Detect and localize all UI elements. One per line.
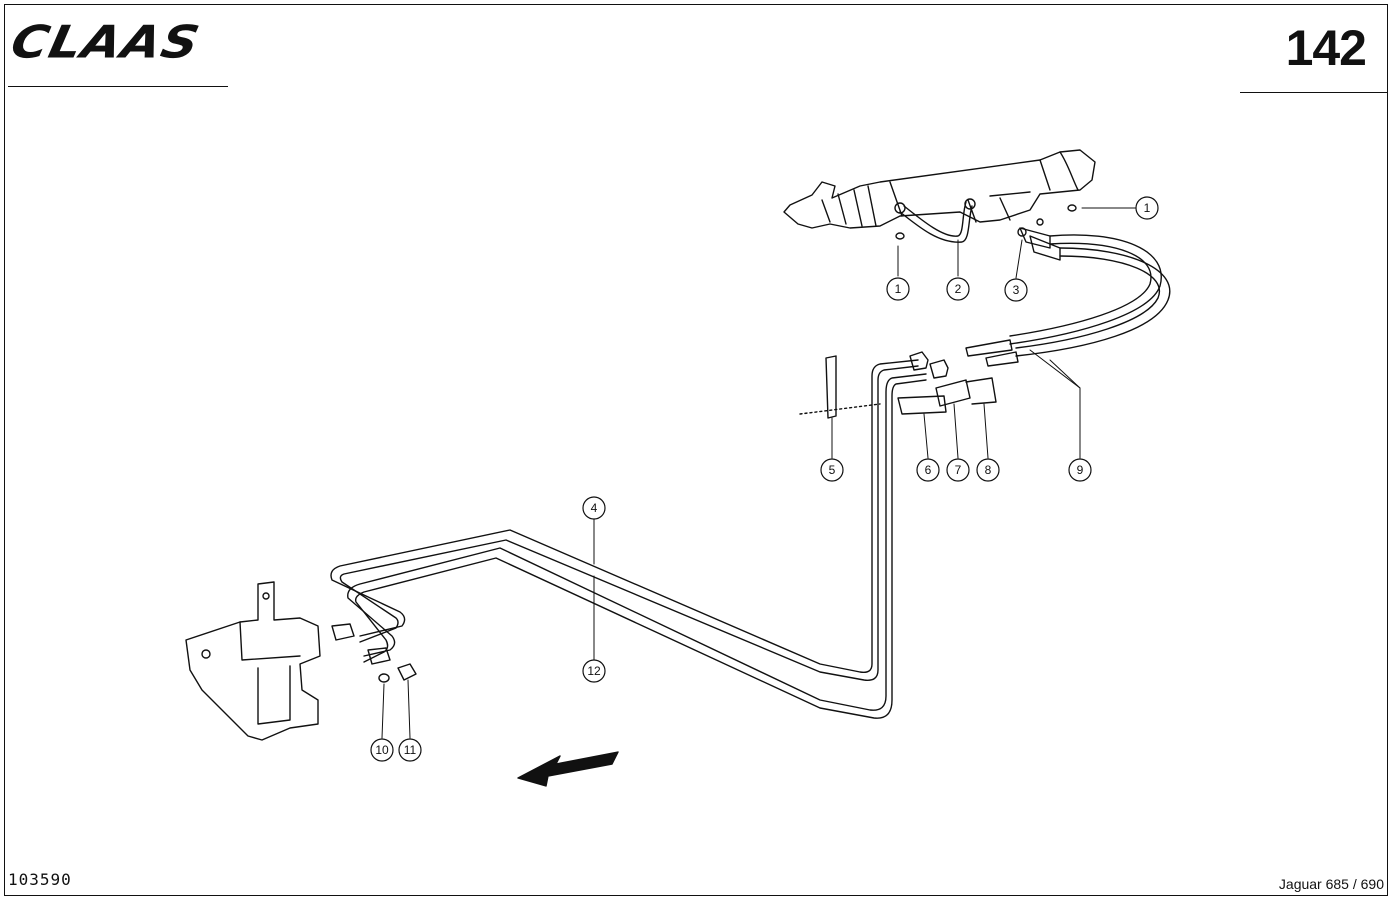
- callout-4: 4: [582, 496, 606, 520]
- direction-arrow-icon: [517, 751, 619, 787]
- part-2-pipe: [894, 198, 976, 243]
- callout-label: 1: [1144, 201, 1151, 215]
- callout-label: 11: [404, 743, 417, 757]
- part-9-hoses: [965, 218, 1171, 367]
- valve-block: [185, 581, 321, 741]
- header-rule-left: [8, 86, 228, 87]
- part-6-clamp: [897, 395, 947, 415]
- leader-lines: [381, 207, 1137, 739]
- callout-label: 10: [375, 743, 389, 757]
- callout-6: 6: [916, 458, 940, 482]
- part-11-nut: [397, 663, 417, 681]
- callout-label: 5: [829, 463, 836, 477]
- drawing-frame: [4, 4, 1388, 896]
- callout-label: 12: [587, 664, 601, 678]
- part-7-clamp: [935, 379, 971, 407]
- callout-3: 3: [1004, 278, 1028, 302]
- part-10-washer: [378, 673, 390, 683]
- part-1-washer: [895, 232, 905, 240]
- valve-fittings: [331, 623, 391, 665]
- callout-5: 5: [820, 458, 844, 482]
- callout-label: 9: [1077, 463, 1084, 477]
- callout-11: 11: [398, 738, 422, 762]
- part-8-bracket: [965, 377, 997, 405]
- pipe-fittings-top: [909, 351, 949, 379]
- header-rule-right: [1240, 92, 1388, 93]
- callout-1: 1: [1135, 196, 1159, 220]
- callout-label: 1: [895, 282, 902, 296]
- document-number: 103590: [8, 870, 72, 889]
- part-5-strap: [825, 355, 837, 419]
- hydraulic-cylinder: [783, 149, 1096, 229]
- model-label: Jaguar 685 / 690: [1278, 876, 1384, 892]
- leader-dash: [799, 403, 881, 415]
- callout-label: 2: [955, 282, 962, 296]
- callout-12: 12: [582, 659, 606, 683]
- callout-label: 6: [925, 463, 932, 477]
- callout-9: 9: [1068, 458, 1092, 482]
- callout-1: 1: [886, 277, 910, 301]
- callout-7: 7: [946, 458, 970, 482]
- callout-label: 7: [955, 463, 962, 477]
- part-4-12-pipes: [330, 359, 927, 719]
- page-number: 142: [1285, 20, 1367, 76]
- callout-10: 10: [370, 738, 394, 762]
- callout-label: 3: [1013, 283, 1020, 297]
- part-1-washer: [1067, 204, 1077, 212]
- callout-label: 8: [985, 463, 992, 477]
- callout-2: 2: [946, 277, 970, 301]
- callout-8: 8: [976, 458, 1000, 482]
- callout-label: 4: [591, 501, 598, 515]
